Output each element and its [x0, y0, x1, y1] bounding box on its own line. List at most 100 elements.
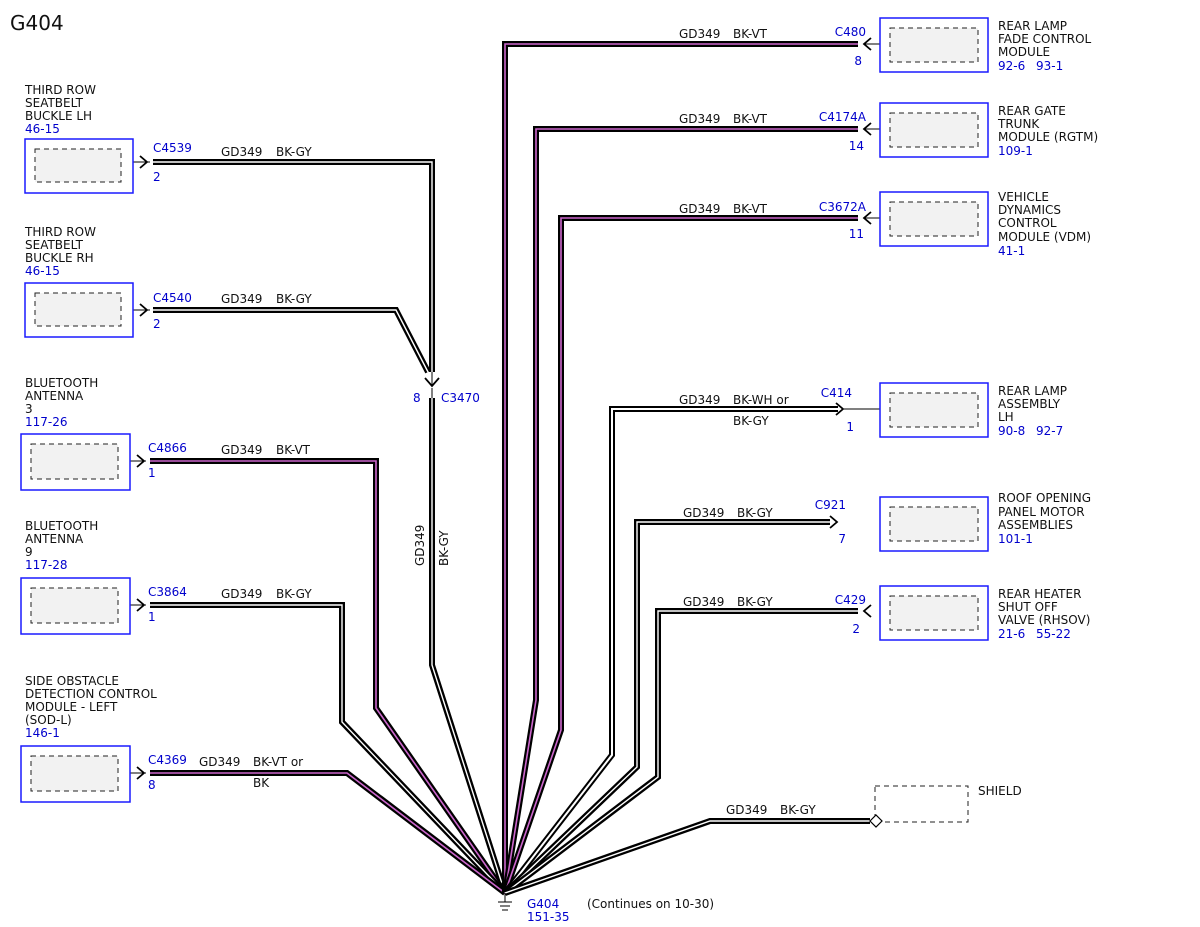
component-name: SIDE OBSTACLE	[25, 674, 119, 688]
wire-color: BK-VT	[733, 112, 768, 126]
component-ref: 55-22	[1036, 627, 1071, 641]
circuit-number: GD349	[683, 595, 724, 609]
circuit-number: GD349	[199, 755, 240, 769]
component-name: ASSEMBLIES	[998, 518, 1073, 532]
connector-id: C4539	[153, 141, 192, 155]
wire-color-alt: BK	[253, 776, 270, 790]
pin-number: 2	[153, 170, 161, 184]
wire-c414	[502, 406, 838, 895]
connector-id: C4866	[148, 441, 187, 455]
component-name: 9	[25, 545, 33, 559]
component-name: CONTROL	[998, 216, 1057, 230]
component-box-vdm	[862, 191, 989, 247]
pin-number: 1	[148, 466, 156, 480]
component-name: 3	[25, 402, 33, 416]
pin-leads	[130, 43, 880, 774]
c3470-wire-color: BK-GY	[437, 530, 451, 566]
component-name: DYNAMICS	[998, 203, 1061, 217]
connector-id: C4174A	[819, 110, 867, 124]
component-name: BUCKLE RH	[25, 251, 94, 265]
circuit-number: GD349	[679, 393, 720, 407]
component-box-roof-opening	[829, 496, 989, 552]
wire-c429	[503, 608, 858, 896]
component-box-third-row-seatbelt-rh	[24, 282, 149, 338]
ground-ref: 151-35	[527, 910, 570, 924]
component-name: THIRD ROW	[24, 83, 96, 97]
connector-id: C3672A	[819, 200, 867, 214]
component-name: PANEL MOTOR	[998, 505, 1085, 519]
wire-c921	[502, 519, 830, 896]
circuit-number: GD349	[679, 27, 720, 41]
component-box-bluetooth-antenna-3	[20, 433, 146, 491]
wire-c480	[502, 41, 858, 893]
pin-number: 1	[148, 610, 156, 624]
circuit-number: GD349	[683, 506, 724, 520]
circuit-number: GD349	[221, 145, 262, 159]
component-box-bluetooth-antenna-9	[20, 577, 146, 635]
c3470-pin: 8	[413, 391, 421, 405]
connector-id: C3864	[148, 585, 187, 599]
component-name: VEHICLE	[998, 190, 1049, 204]
pin-number: 2	[852, 622, 860, 636]
wire-color: BK-GY	[737, 506, 773, 520]
right-component-boxes	[829, 17, 989, 828]
wire-c4539	[153, 159, 435, 372]
wire-c3672a	[502, 215, 858, 894]
page-title: G404	[10, 11, 64, 35]
component-ref: 21-6	[998, 627, 1025, 641]
shield-label: SHIELD	[978, 784, 1022, 798]
component-ref: 92-7	[1036, 424, 1063, 438]
ground-id: G404	[527, 897, 559, 911]
component-box-third-row-seatbelt-lh	[24, 138, 149, 194]
component-ref: 92-6	[998, 59, 1025, 73]
component-name: MODULE (VDM)	[998, 230, 1091, 244]
component-name: VALVE (RHSOV)	[998, 613, 1090, 627]
shield-wire-color: BK-GY	[780, 803, 816, 817]
pin-number: 11	[849, 227, 864, 241]
connector-id: C480	[835, 25, 866, 39]
shield-circuit-number: GD349	[726, 803, 767, 817]
wire-color: BK-VT or	[253, 755, 303, 769]
component-ref: 93-1	[1036, 59, 1063, 73]
wire-color: BK-GY	[276, 145, 312, 159]
wire-color-alt: BK-GY	[733, 414, 769, 428]
component-ref: 41-1	[998, 244, 1025, 258]
circuit-number: GD349	[221, 292, 262, 306]
wire-c4540	[153, 307, 431, 374]
shield-box	[869, 785, 969, 828]
component-box-sod-l	[20, 745, 146, 803]
wire-color: BK-VT	[276, 443, 311, 457]
component-name: REAR GATE	[998, 104, 1066, 118]
wire-color: BK-VT	[733, 27, 768, 41]
c3470-circuit-number: GD349	[413, 525, 427, 566]
component-ref: 146-1	[25, 726, 60, 740]
component-box-rear-lamp-lh	[835, 382, 989, 438]
wire-color: BK-WH or	[733, 393, 789, 407]
component-ref: 101-1	[998, 532, 1033, 546]
component-name: FADE CONTROL	[998, 32, 1092, 46]
pin-number: 1	[846, 420, 854, 434]
wire-color: BK-GY	[276, 292, 312, 306]
wire-color: BK-GY	[737, 595, 773, 609]
component-name: REAR LAMP	[998, 384, 1067, 398]
wire-c4866	[150, 458, 508, 895]
component-name: MODULE - LEFT	[25, 700, 118, 714]
component-ref: 109-1	[998, 144, 1033, 158]
wire-color: BK-VT	[733, 202, 768, 216]
wire-c4369	[150, 770, 507, 896]
component-name: DETECTION CONTROL	[25, 687, 157, 701]
connector-id: C4369	[148, 753, 187, 767]
component-name: BUCKLE LH	[25, 109, 92, 123]
component-name: LH	[998, 410, 1014, 424]
component-name: MODULE (RGTM)	[998, 130, 1098, 144]
component-box-rear-gate-trunk	[862, 102, 989, 158]
component-name: ANTENNA	[25, 532, 84, 546]
connector-id: C4540	[153, 291, 192, 305]
component-name: ASSEMBLY	[998, 397, 1061, 411]
component-name: REAR LAMP	[998, 19, 1067, 33]
c3470-connector-symbol	[424, 372, 440, 398]
continues-note: (Continues on 10-30)	[587, 897, 714, 911]
connector-id: C429	[835, 593, 866, 607]
component-ref: 90-8	[998, 424, 1025, 438]
